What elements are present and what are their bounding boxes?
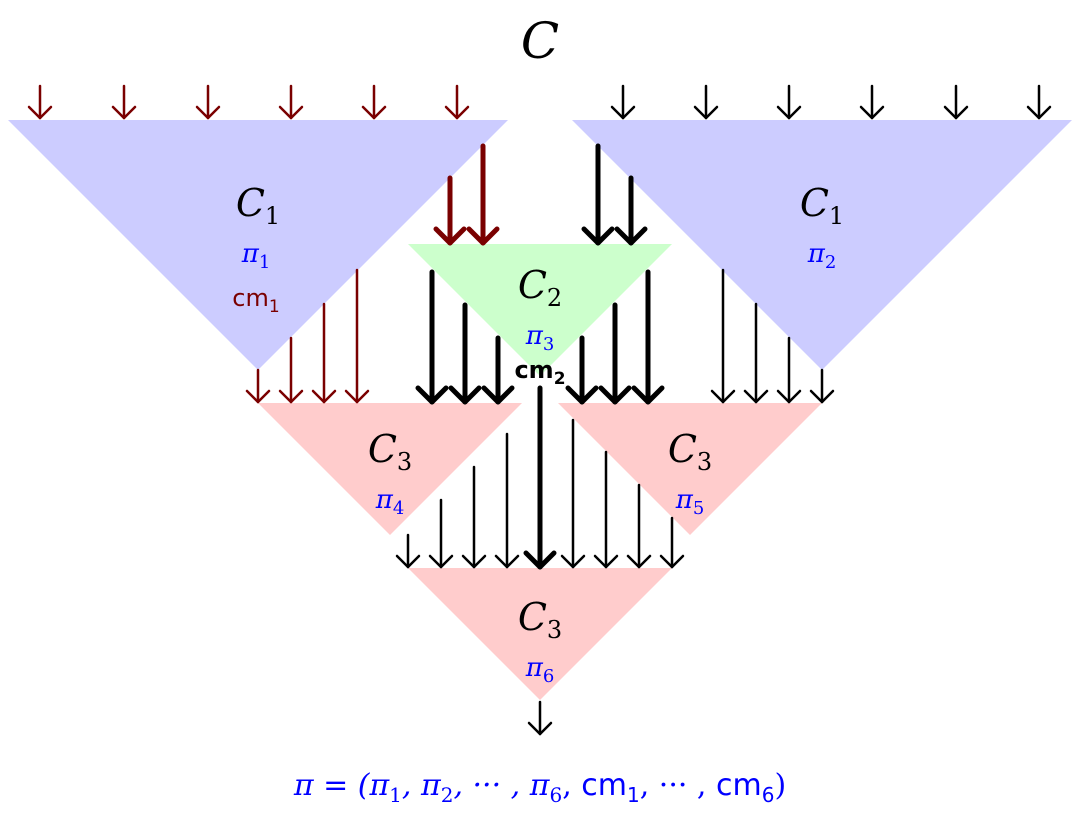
c1-right-output-2-head bbox=[743, 389, 769, 404]
triangle-c3-bottom bbox=[408, 568, 672, 700]
input-wire-right-3-head bbox=[776, 105, 802, 120]
proof-formula: π = (π1, π2, ··· , π6, cm1, ··· , cm6) bbox=[293, 768, 786, 807]
c3-bottom-proof: π6 bbox=[525, 653, 555, 687]
input-wire-right-5-head bbox=[943, 105, 969, 120]
input-wire-right-4-head bbox=[859, 105, 885, 120]
c2-input-black-1-head bbox=[581, 226, 615, 246]
input-wire-left-4-head bbox=[278, 105, 304, 120]
triangle-c3-left bbox=[258, 403, 522, 535]
input-wire-right-2-head bbox=[693, 105, 719, 120]
c3-left-label: C3 bbox=[368, 427, 412, 476]
input-wire-left-1-head bbox=[27, 105, 53, 120]
c1-right-output-3-head bbox=[776, 389, 802, 404]
wire-arrows bbox=[27, 84, 1052, 736]
c3-right-output-1-head bbox=[560, 554, 586, 569]
c3-bottom-label: C3 bbox=[518, 595, 562, 644]
c1-left-proof: π1 bbox=[241, 239, 271, 273]
c2-commitment: cm2 bbox=[514, 356, 565, 389]
c1-right-output-4-head bbox=[809, 389, 835, 404]
triangle-c1-left bbox=[8, 120, 508, 370]
c1-right-proof: π2 bbox=[807, 239, 837, 273]
c2-input-black-2-head bbox=[614, 226, 648, 246]
c2-output-right-3-head bbox=[631, 385, 665, 405]
input-wire-left-2-head bbox=[111, 105, 137, 120]
final-output-head bbox=[527, 721, 553, 736]
c3-left-output-2-head bbox=[428, 554, 454, 569]
c3-left-output-3-head bbox=[461, 554, 487, 569]
c1-left-commitment: cm1 bbox=[232, 284, 279, 317]
c2-output-center-head bbox=[523, 550, 557, 570]
c2-output-right-2-head bbox=[598, 385, 632, 405]
c2-input-red-2-head bbox=[466, 226, 500, 246]
input-wire-right-1-head bbox=[610, 105, 636, 120]
c3-left-proof: π4 bbox=[375, 485, 405, 519]
c2-input-red-1-head bbox=[433, 226, 467, 246]
input-wire-left-6-head bbox=[444, 105, 470, 120]
c1-left-label: C1 bbox=[236, 181, 280, 230]
c1-left-output-4-head bbox=[344, 389, 370, 404]
input-wire-left-3-head bbox=[195, 105, 221, 120]
c1-right-label: C1 bbox=[800, 181, 844, 230]
c1-left-output-2-head bbox=[278, 389, 304, 404]
c2-output-left-1-head bbox=[415, 385, 449, 405]
triangle-c1-right bbox=[572, 120, 1072, 370]
triangle-c3-right bbox=[558, 403, 822, 535]
input-wire-left-5-head bbox=[361, 105, 387, 120]
c3-right-output-4-head bbox=[659, 554, 685, 569]
c2-proof: π3 bbox=[525, 321, 555, 355]
circuit-title: C bbox=[521, 12, 559, 70]
c2-output-left-3-head bbox=[481, 385, 515, 405]
c3-right-output-2-head bbox=[593, 554, 619, 569]
c3-right-proof: π5 bbox=[675, 485, 705, 519]
triangle-c2 bbox=[408, 244, 672, 376]
c2-label: C2 bbox=[518, 263, 562, 312]
c3-left-output-4-head bbox=[494, 554, 520, 569]
c3-right-label: C3 bbox=[668, 427, 712, 476]
c2-output-right-1-head bbox=[565, 385, 599, 405]
c3-left-output-1-head bbox=[395, 554, 421, 569]
input-wire-right-6-head bbox=[1026, 105, 1052, 120]
c2-output-left-2-head bbox=[448, 385, 482, 405]
c3-right-output-3-head bbox=[626, 554, 652, 569]
c1-right-output-1-head bbox=[710, 389, 736, 404]
c1-left-output-1-head bbox=[245, 389, 271, 404]
c1-left-output-3-head bbox=[311, 389, 337, 404]
